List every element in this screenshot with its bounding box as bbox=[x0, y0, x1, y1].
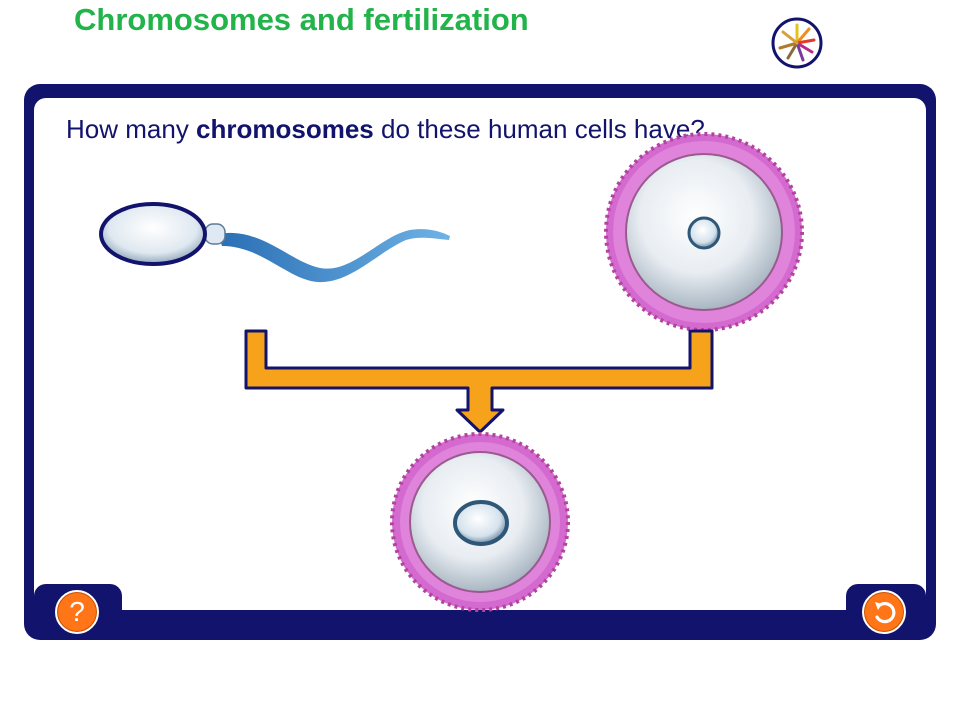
reset-button[interactable] bbox=[862, 590, 906, 634]
slide-title: Chromosomes and fertilization bbox=[74, 2, 529, 37]
question-text: How many chromosomes do these human cell… bbox=[66, 114, 926, 145]
help-button[interactable]: ? bbox=[55, 590, 99, 634]
egg-cell bbox=[604, 132, 804, 332]
question-keyword: chromosomes bbox=[196, 114, 374, 144]
zygote-cell bbox=[390, 432, 570, 612]
sperm-cell bbox=[99, 202, 450, 283]
question-suffix: do these human cells have? bbox=[373, 114, 705, 144]
merge-arrow bbox=[244, 329, 714, 434]
reset-arrow-icon bbox=[875, 601, 896, 624]
question-mark-icon: ? bbox=[69, 596, 85, 627]
question-prefix: How many bbox=[66, 114, 197, 144]
sunburst-logo-icon bbox=[771, 17, 823, 69]
